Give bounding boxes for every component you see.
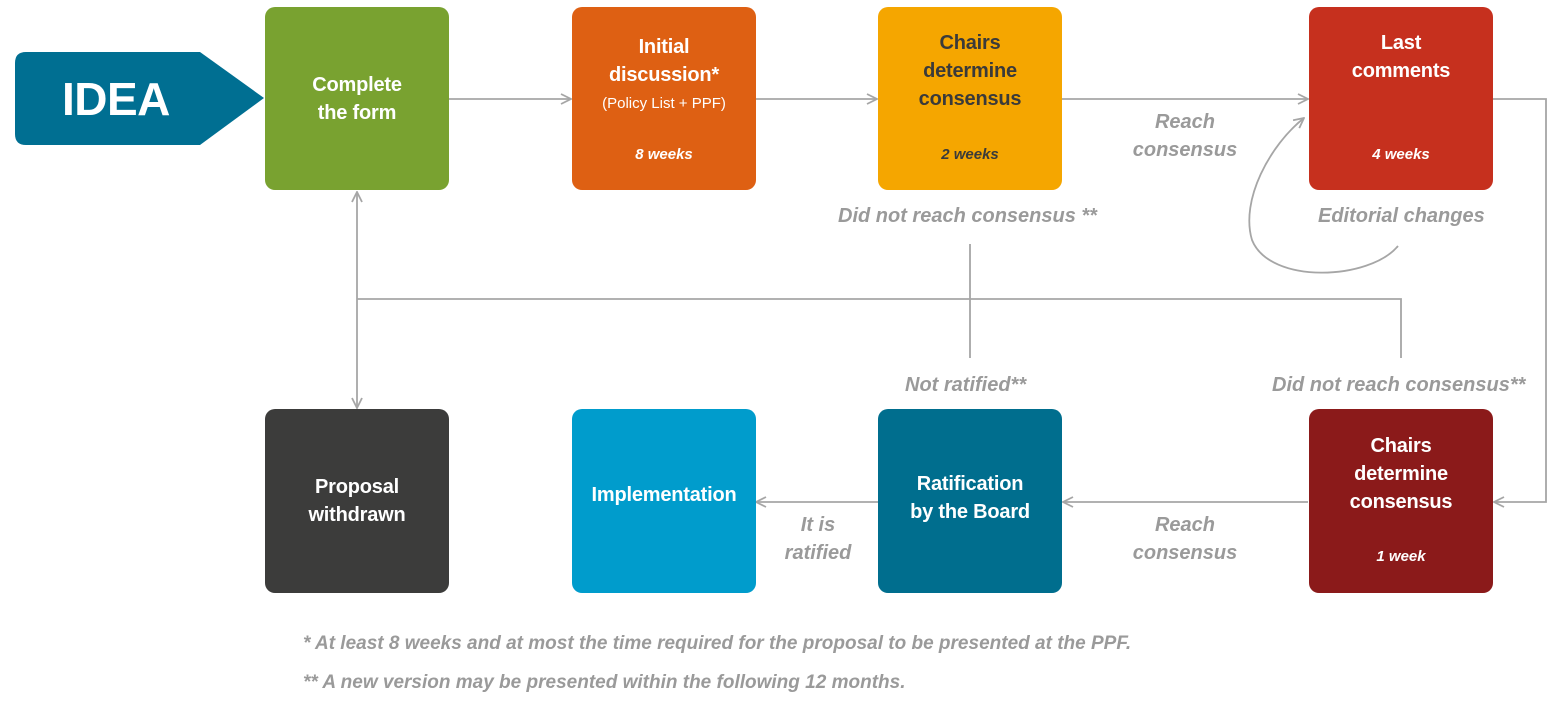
footnote-1: * At least 8 weeks and at most the time … bbox=[303, 633, 1132, 654]
step-title: Chairs determine consensus bbox=[918, 32, 1022, 110]
step-complete-form: Complete the form bbox=[265, 7, 449, 190]
arrow-editorial-loop bbox=[1248, 118, 1399, 274]
step-ratification: Ratification by the Board bbox=[878, 409, 1062, 593]
step-chairs-determine-consensus-1: Chairs determine consensus 2 weeks bbox=[878, 7, 1062, 190]
label-did-not-reach-consensus-2: Did not reach consensus** bbox=[1272, 374, 1526, 396]
idea-arrow-shape bbox=[15, 52, 264, 145]
footnote-2: ** A new version may be presented within… bbox=[303, 672, 906, 693]
step-detail: (Policy List + PPF) bbox=[602, 95, 726, 112]
label-not-ratified: Not ratified** bbox=[905, 374, 1027, 396]
step-title: Chairs determine consensus bbox=[1349, 435, 1453, 513]
line-return-bus bbox=[357, 298, 1402, 358]
step-title: Ratification by the Board bbox=[910, 473, 1030, 523]
arrow-last-comments-to-chairs-2 bbox=[1493, 98, 1547, 502]
step-title: Implementation bbox=[591, 484, 737, 506]
step-duration: 8 weeks bbox=[635, 146, 693, 163]
step-implementation: Implementation bbox=[572, 409, 756, 593]
step-chairs-determine-consensus-2: Chairs determine consensus 1 week bbox=[1309, 409, 1493, 593]
step-proposal-withdrawn: Proposal withdrawn bbox=[265, 409, 449, 593]
step-initial-discussion: Initial discussion* (Policy List + PPF) … bbox=[572, 7, 756, 190]
label-reach-consensus-top: Reach consensus bbox=[1132, 111, 1238, 161]
idea-label: IDEA bbox=[62, 73, 170, 125]
step-last-comments: Last comments 4 weeks bbox=[1309, 7, 1493, 190]
step-title: Last comments bbox=[1351, 32, 1451, 82]
step-duration: 2 weeks bbox=[941, 146, 999, 163]
label-editorial-changes: Editorial changes bbox=[1318, 205, 1485, 227]
step-title: Complete the form bbox=[312, 73, 402, 124]
label-did-not-reach-consensus-1: Did not reach consensus ** bbox=[838, 205, 1097, 227]
step-duration: 4 weeks bbox=[1372, 146, 1430, 163]
label-reach-consensus-bottom: Reach consensus bbox=[1132, 514, 1238, 564]
label-it-is-ratified: It is ratified bbox=[784, 514, 852, 564]
step-duration: 1 week bbox=[1376, 548, 1426, 565]
step-title: Proposal withdrawn bbox=[308, 476, 406, 526]
step-title: Initial discussion* bbox=[608, 36, 720, 86]
